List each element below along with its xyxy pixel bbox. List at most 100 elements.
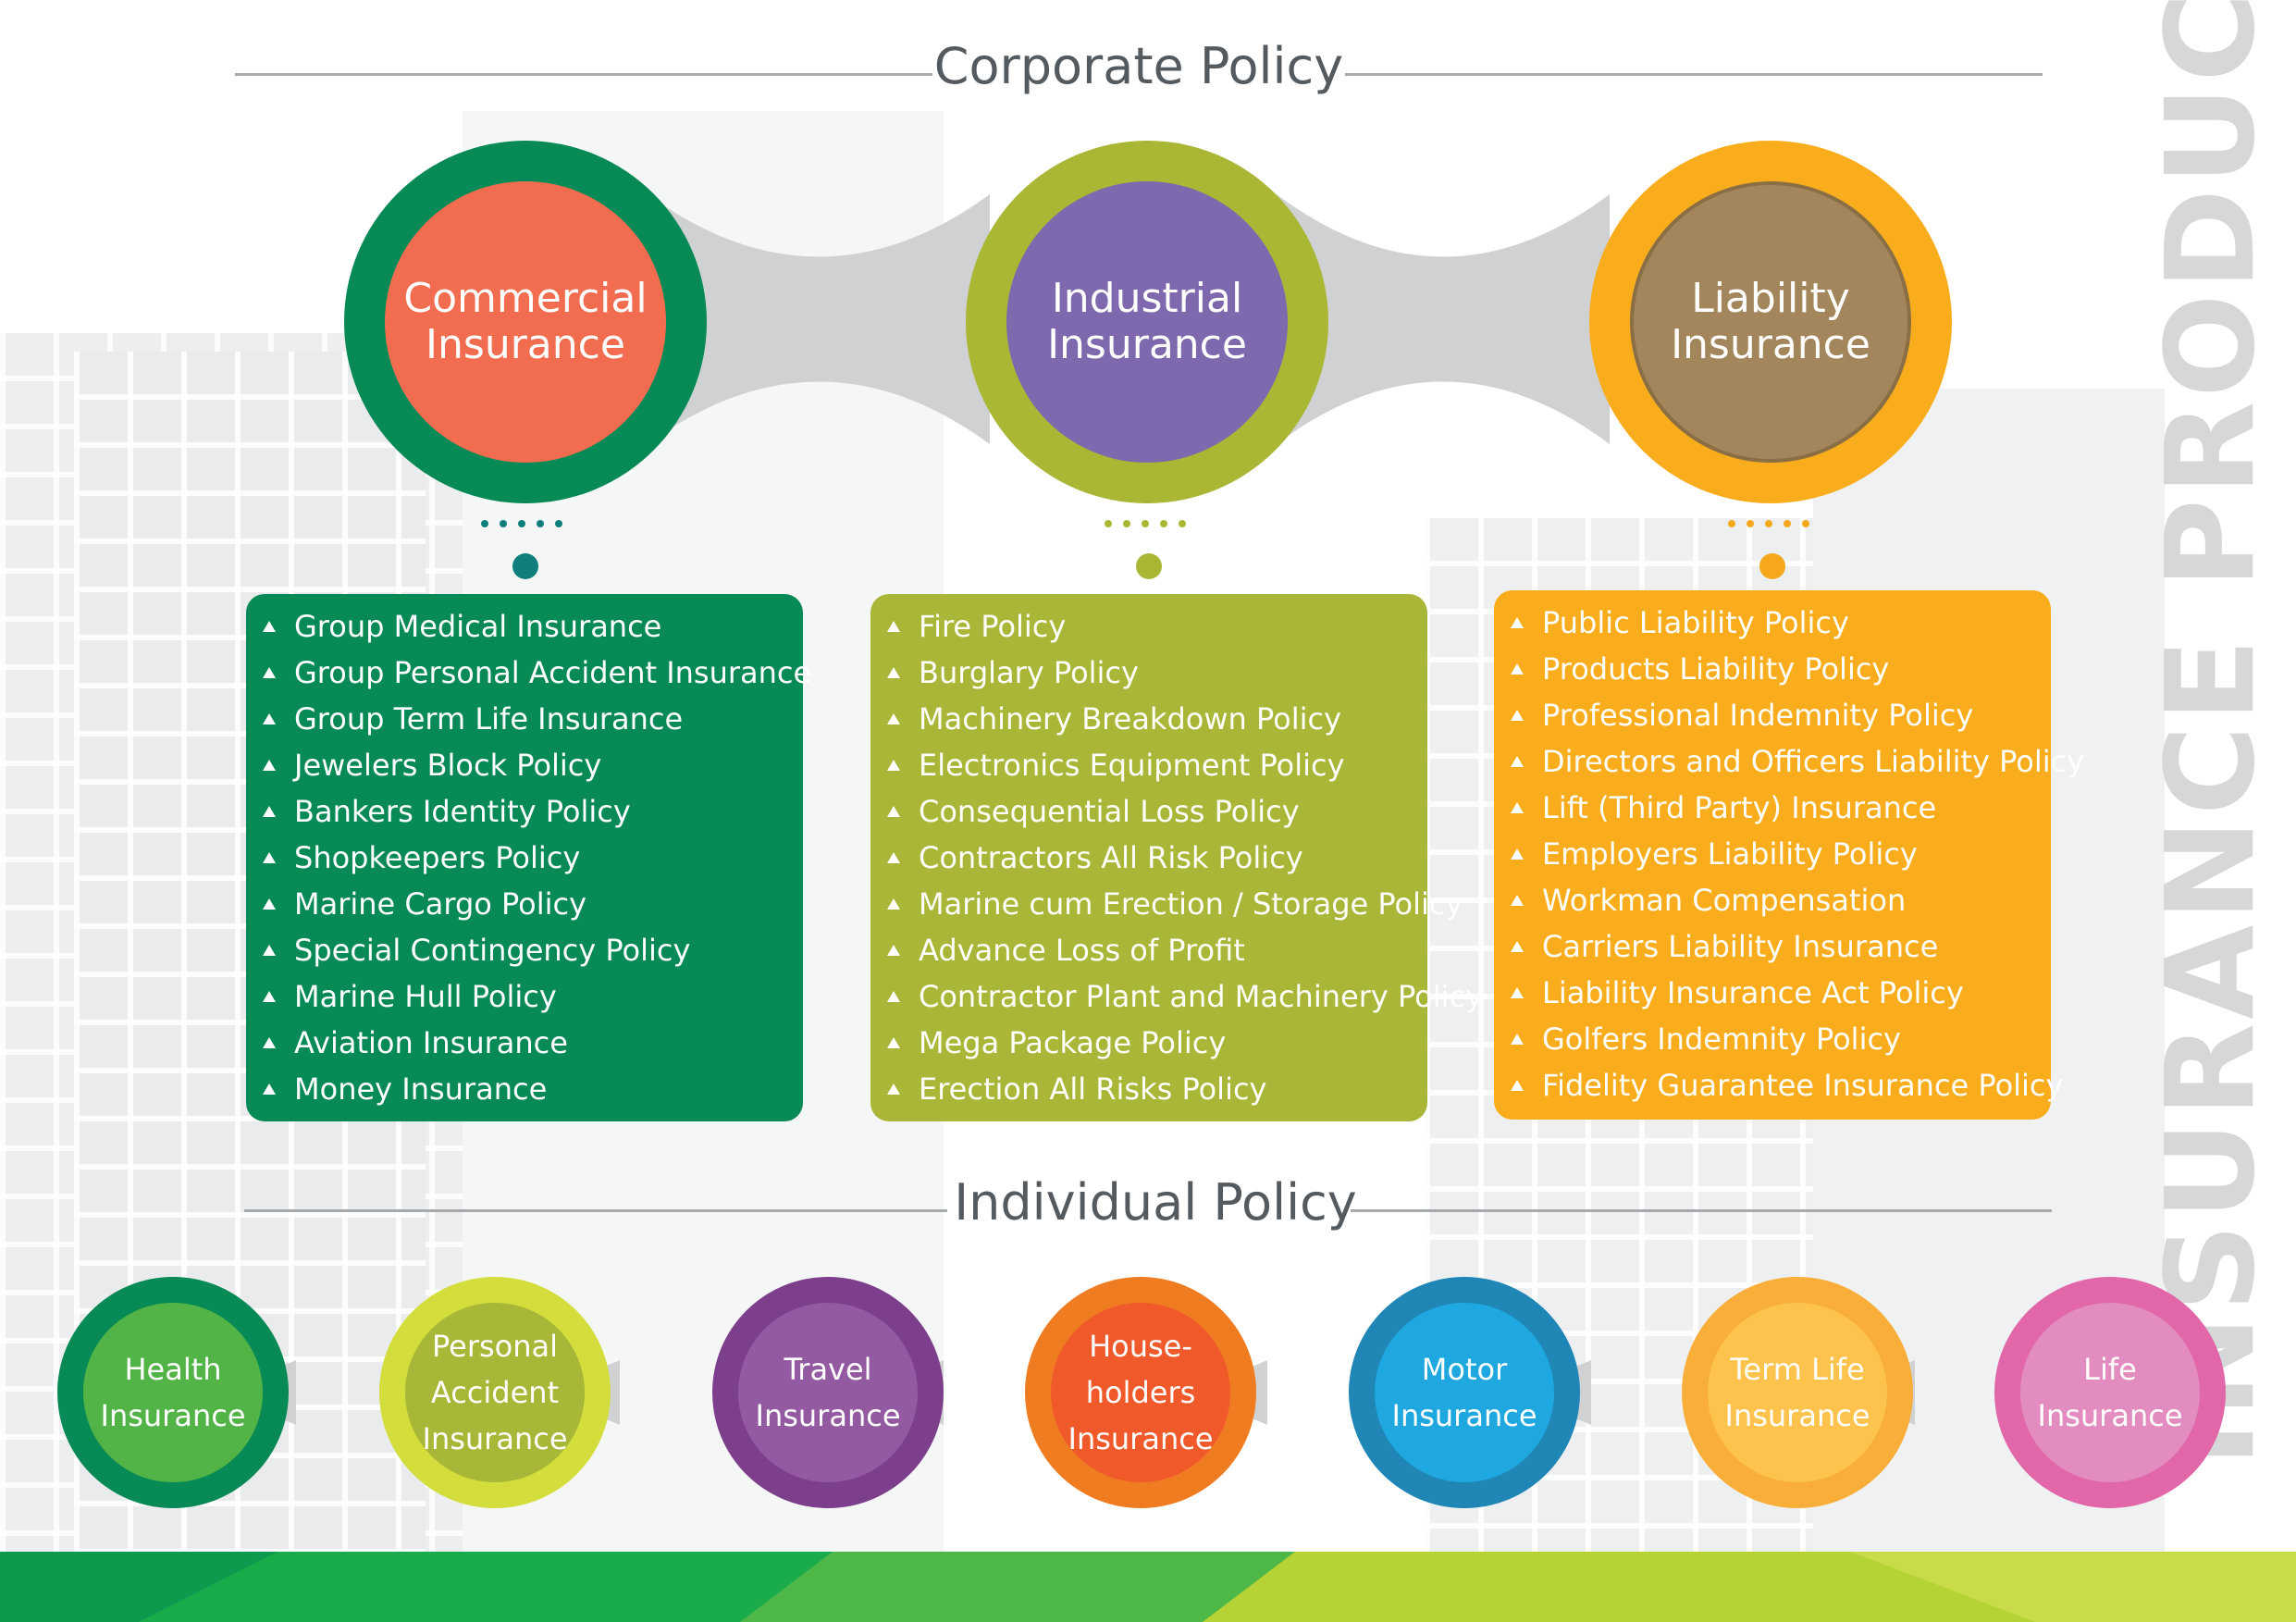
- policy-item[interactable]: Burglary Policy: [887, 650, 1409, 696]
- liability-dots: [1728, 520, 1809, 527]
- corporate-connector: [648, 194, 1610, 444]
- policy-item[interactable]: Marine Hull Policy: [263, 973, 784, 1020]
- health-insurance-label: Health Insurance: [83, 1303, 263, 1482]
- policy-item[interactable]: Group Medical Insurance: [263, 603, 784, 650]
- triangle-bullet-icon: [1511, 1080, 1524, 1091]
- triangle-bullet-icon: [887, 945, 900, 956]
- policy-item[interactable]: Machinery Breakdown Policy: [887, 696, 1409, 742]
- policy-item[interactable]: Aviation Insurance: [263, 1020, 784, 1066]
- triangle-bullet-icon: [263, 667, 276, 678]
- policy-item[interactable]: Special Contingency Policy: [263, 927, 784, 973]
- policy-item[interactable]: Jewelers Block Policy: [263, 742, 784, 788]
- policy-item[interactable]: Fidelity Guarantee Insurance Policy: [1511, 1062, 2063, 1108]
- policy-item[interactable]: Directors and Officers Liability Policy: [1511, 738, 2084, 785]
- commercial-insurance-circle[interactable]: Commercial Insurance: [344, 141, 707, 503]
- liability-policy-list: Public Liability Policy Products Liabili…: [1494, 590, 2084, 1120]
- individual-policy-title: Individual Policy: [954, 1173, 1357, 1232]
- commercial-dot: [512, 553, 538, 579]
- commercial-insurance-label: Commercial Insurance: [385, 181, 666, 463]
- triangle-bullet-icon: [887, 991, 900, 1002]
- triangle-bullet-icon: [887, 621, 900, 632]
- triangle-bullet-icon: [263, 991, 276, 1002]
- triangle-bullet-icon: [263, 898, 276, 910]
- corporate-rule-left: [235, 73, 932, 76]
- triangle-bullet-icon: [1511, 987, 1524, 998]
- policy-item[interactable]: Erection All Risks Policy: [887, 1066, 1409, 1112]
- life-insurance-circle[interactable]: Life Insurance: [1994, 1277, 2226, 1508]
- triangle-bullet-icon: [263, 852, 276, 863]
- policy-item[interactable]: Shopkeepers Policy: [263, 835, 784, 881]
- policy-item[interactable]: Group Personal Accident Insurance: [263, 650, 811, 696]
- policy-item[interactable]: Marine Cargo Policy: [263, 881, 784, 927]
- triangle-bullet-icon: [887, 806, 900, 817]
- industrial-policy-list: Fire Policy Burglary Policy Machinery Br…: [870, 594, 1483, 1121]
- liability-dot: [1759, 553, 1785, 579]
- triangle-bullet-icon: [1511, 895, 1524, 906]
- life-insurance-label: Life Insurance: [2020, 1303, 2200, 1482]
- policy-item[interactable]: Advance Loss of Profit: [887, 927, 1409, 973]
- motor-insurance-circle[interactable]: Motor Insurance: [1349, 1277, 1580, 1508]
- triangle-bullet-icon: [887, 1083, 900, 1095]
- commercial-policy-list: Group Medical Insurance Group Personal A…: [246, 594, 811, 1121]
- triangle-bullet-icon: [1511, 710, 1524, 721]
- policy-item[interactable]: Money Insurance: [263, 1066, 784, 1112]
- personal-accident-insurance-circle[interactable]: Personal Accident Insurance: [379, 1277, 611, 1508]
- policy-item[interactable]: Golfers Indemnity Policy: [1511, 1016, 2032, 1062]
- triangle-bullet-icon: [1511, 941, 1524, 952]
- triangle-bullet-icon: [263, 945, 276, 956]
- individual-rule-left: [244, 1209, 947, 1212]
- policy-item[interactable]: Fire Policy: [887, 603, 1409, 650]
- liability-insurance-label: Liability Insurance: [1630, 181, 1911, 463]
- triangle-bullet-icon: [1511, 617, 1524, 628]
- industrial-dots: [1105, 520, 1186, 527]
- triangle-bullet-icon: [263, 621, 276, 632]
- policy-item[interactable]: Mega Package Policy: [887, 1020, 1409, 1066]
- policy-item[interactable]: Bankers Identity Policy: [263, 788, 784, 835]
- commercial-dots: [481, 520, 562, 527]
- triangle-bullet-icon: [1511, 848, 1524, 860]
- term-life-insurance-circle[interactable]: Term Life Insurance: [1682, 1277, 1913, 1508]
- policy-item[interactable]: Employers Liability Policy: [1511, 831, 2032, 877]
- term-life-insurance-label: Term Life Insurance: [1708, 1303, 1887, 1482]
- triangle-bullet-icon: [263, 760, 276, 771]
- triangle-bullet-icon: [263, 806, 276, 817]
- individual-rule-right: [1351, 1209, 2052, 1212]
- triangle-bullet-icon: [1511, 663, 1524, 675]
- policy-item[interactable]: Lift (Third Party) Insurance: [1511, 785, 2032, 831]
- policy-item[interactable]: Public Liability Policy: [1511, 600, 2032, 646]
- policy-item[interactable]: Contractor Plant and Machinery Policy: [887, 973, 1483, 1020]
- health-insurance-circle[interactable]: Health Insurance: [57, 1277, 289, 1508]
- corporate-rule-right: [1345, 73, 2043, 76]
- triangle-bullet-icon: [887, 898, 900, 910]
- policy-item[interactable]: Consequential Loss Policy: [887, 788, 1409, 835]
- triangle-bullet-icon: [1511, 802, 1524, 813]
- industrial-insurance-label: Industrial Insurance: [1006, 181, 1288, 463]
- industrial-dot: [1136, 553, 1162, 579]
- triangle-bullet-icon: [1511, 1034, 1524, 1045]
- householders-insurance-label: House- holders Insurance: [1051, 1303, 1230, 1482]
- travel-insurance-circle[interactable]: Travel Insurance: [712, 1277, 944, 1508]
- policy-item[interactable]: Group Term Life Insurance: [263, 696, 784, 742]
- policy-item[interactable]: Contractors All Risk Policy: [887, 835, 1409, 881]
- householders-insurance-circle[interactable]: House- holders Insurance: [1025, 1277, 1256, 1508]
- triangle-bullet-icon: [1511, 756, 1524, 767]
- triangle-bullet-icon: [887, 1037, 900, 1048]
- triangle-bullet-icon: [887, 667, 900, 678]
- policy-item[interactable]: Carriers Liability Insurance: [1511, 923, 2032, 970]
- triangle-bullet-icon: [263, 1083, 276, 1095]
- policy-item[interactable]: Products Liability Policy: [1511, 646, 2032, 692]
- policy-item[interactable]: Electronics Equipment Policy: [887, 742, 1409, 788]
- triangle-bullet-icon: [887, 760, 900, 771]
- personal-accident-insurance-label: Personal Accident Insurance: [405, 1303, 585, 1482]
- corporate-policy-title: Corporate Policy: [933, 37, 1344, 95]
- motor-insurance-label: Motor Insurance: [1375, 1303, 1554, 1482]
- bottom-decorative-band: [0, 1552, 2296, 1622]
- policy-item[interactable]: Workman Compensation: [1511, 877, 2032, 923]
- policy-item[interactable]: Liability Insurance Act Policy: [1511, 970, 2032, 1016]
- industrial-insurance-circle[interactable]: Industrial Insurance: [966, 141, 1328, 503]
- triangle-bullet-icon: [263, 713, 276, 724]
- policy-item[interactable]: Professional Indemnity Policy: [1511, 692, 2032, 738]
- liability-insurance-circle[interactable]: Liability Insurance: [1589, 141, 1952, 503]
- policy-item[interactable]: Marine cum Erection / Storage Policy: [887, 881, 1463, 927]
- triangle-bullet-icon: [263, 1037, 276, 1048]
